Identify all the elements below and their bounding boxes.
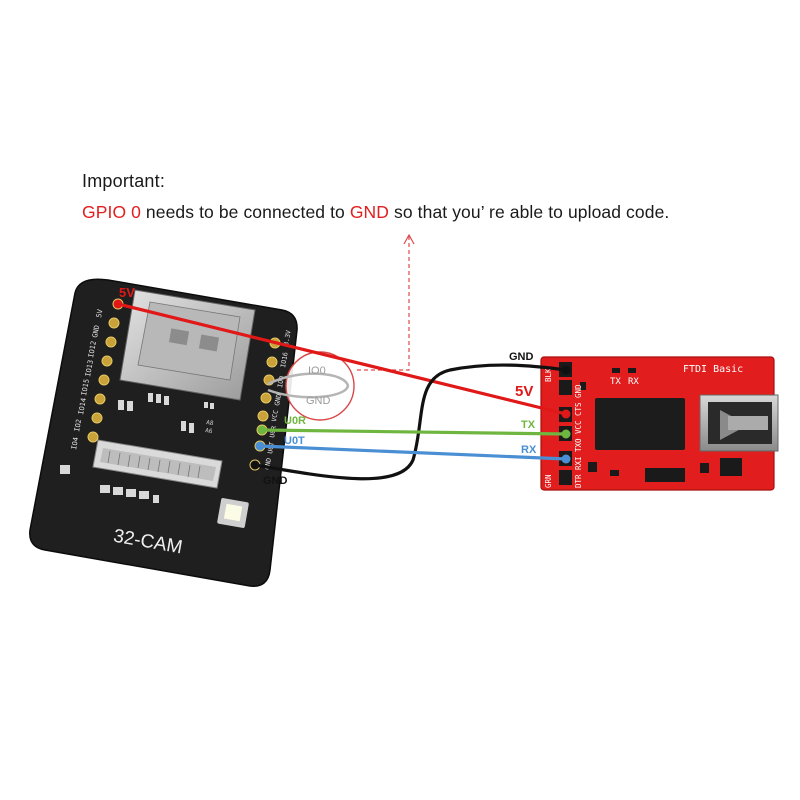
flash-led (217, 498, 249, 528)
pin-label-io2: IO2 (73, 418, 83, 432)
wire-labels: 5V U0R U0T GND GND 5V TX RX (119, 285, 537, 487)
ftdi-chip (595, 398, 685, 450)
label-u0r: U0R (284, 415, 306, 427)
pin-label-io12: IO12 (87, 340, 98, 358)
pin-label-5v: 5V (95, 308, 104, 318)
esp-left-pin-labels: 5V GND IO12 IO13 IO15 IO14 IO2 IO4 (70, 308, 104, 450)
wire-tx (260, 428, 568, 436)
label-esp-5v: 5V (119, 285, 135, 300)
ftdi-led-rx: RX (628, 377, 639, 387)
ftdi-pin-dtr: DTR (574, 474, 583, 488)
pin-label-u0r: U0R (268, 425, 278, 438)
gnd-highlight: GND (349, 202, 390, 222)
label-tx: TX (521, 419, 536, 431)
ftdi-pin-gnd: GND (574, 384, 583, 398)
camera-connector (92, 439, 223, 489)
notice-text: GPIO 0 needs to be connected to GND so t… (82, 202, 669, 223)
wire-rx (258, 444, 568, 461)
wire-5v (116, 302, 568, 416)
pin-label-gnd: GND (91, 324, 101, 338)
sd-card-slot (119, 289, 256, 401)
pin-label-io14: IO14 (77, 397, 88, 415)
ftdi-pin-grn: GRN (544, 474, 553, 488)
ftdi-board: FTDI Basic TX RX GRN DTR RXI TXO VCC CTS… (540, 356, 779, 491)
jumper-label-gnd: GND (306, 395, 331, 407)
pin-label-io4: IO4 (70, 436, 80, 450)
smd-components (60, 393, 214, 503)
heading: Important: (82, 171, 166, 191)
label-u0t: U0T (284, 435, 305, 447)
ftdi-pin-vcc: VCC (574, 420, 583, 434)
pin-label-io13: IO13 (84, 359, 95, 377)
notice-middle: needs to be connected to (140, 202, 350, 222)
ftdi-components (563, 368, 742, 482)
chip-code-a6: A6 (205, 427, 214, 435)
wires (116, 302, 568, 481)
label-ftdi-5v: 5V (515, 383, 533, 400)
ftdi-pin-labels: GRN DTR RXI TXO VCC CTS GND BLK (544, 368, 583, 488)
label-ftdi-gnd: GND (509, 351, 534, 363)
ftdi-pin-blk: BLK (544, 368, 553, 382)
pin-label-gnd-bottom: GND (263, 457, 273, 470)
label-esp-gnd: GND (263, 475, 288, 487)
label-rx: RX (521, 444, 537, 456)
ftdi-pin-txo: TXO (574, 438, 583, 452)
esp32-cam-board: A8 A6 5V GND IO12 IO1 (29, 278, 298, 587)
pin-label-io16: IO16 (279, 351, 290, 368)
pin-label-3v3: 3.3V (282, 329, 293, 346)
ftdi-title: FTDI Basic (683, 364, 743, 375)
wire-gnd (253, 363, 568, 481)
chip-code-a8: A8 (206, 419, 215, 427)
pin-label-gnd-right: GND (273, 393, 283, 406)
wire-endpoints (113, 299, 571, 470)
notice-end: so that you’ re able to upload code. (389, 202, 670, 222)
usb-port (699, 394, 779, 452)
ftdi-led-tx: TX (610, 377, 621, 387)
jumper-indicator-line (356, 233, 415, 371)
pin-label-io15: IO15 (80, 378, 91, 396)
gpio0-highlight: GPIO 0 (82, 202, 141, 222)
ftdi-pin-cts: CTS (574, 402, 583, 416)
pin-label-io0: IO0 (276, 375, 286, 388)
jumper-label-io0: IO0 (308, 365, 326, 377)
ftdi-pin-rxi: RXI (574, 456, 583, 470)
pin-label-vcc: VCC (270, 409, 280, 422)
